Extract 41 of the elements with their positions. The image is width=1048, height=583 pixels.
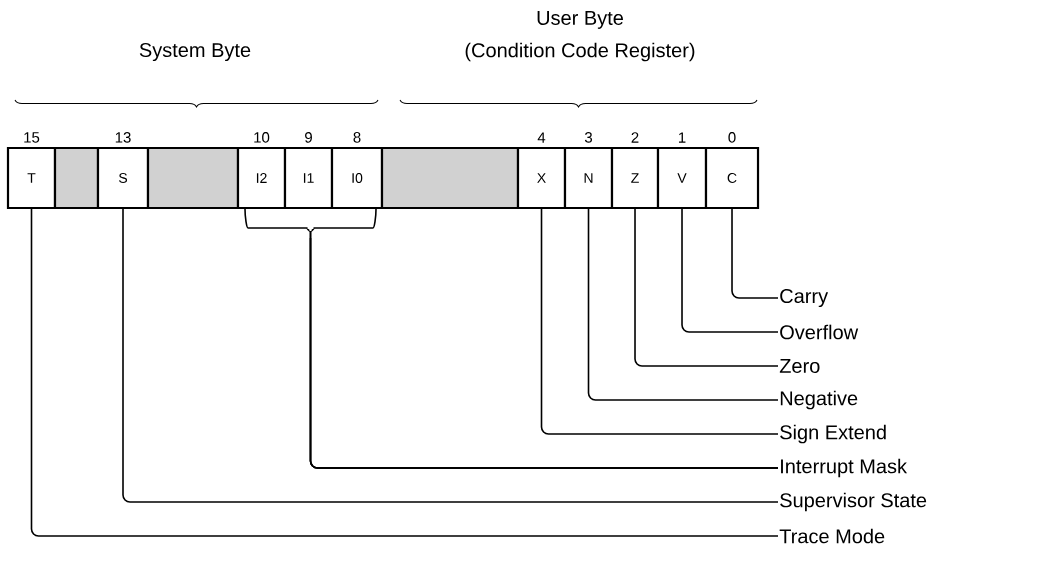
field-label: Carry: [780, 288, 829, 308]
bit-number: 9: [305, 132, 312, 143]
heading: (Condition Code Register): [465, 42, 695, 62]
bit-number: 15: [24, 132, 40, 143]
field-label: Supervisor State: [780, 492, 927, 512]
leader-line: [587, 208, 779, 401]
leader-line: [634, 208, 779, 367]
bit-box: I2: [236, 146, 287, 210]
leader-line: [540, 208, 779, 435]
field-label: Interrupt Mask: [781, 458, 908, 478]
reserved-bit-box: [380, 146, 520, 210]
field-label: Negative: [780, 390, 858, 410]
field-label: Trace Mode: [779, 528, 885, 544]
leader-line: [122, 208, 779, 503]
bit-number: 2: [631, 132, 639, 143]
bit-number: 10: [254, 132, 270, 143]
bit-box: V: [656, 146, 708, 210]
heading: User Byte: [537, 11, 623, 29]
bit-box: I0: [330, 146, 384, 210]
bit-number: 4: [537, 132, 546, 143]
heading: System Byte: [139, 42, 251, 62]
bit-box: C: [704, 146, 760, 210]
bit-box: S: [96, 146, 150, 210]
field-label: Overflow: [780, 324, 859, 340]
bit-box: Z: [610, 146, 660, 210]
bit-number: 3: [584, 132, 592, 143]
reserved-bit-box: [146, 146, 240, 210]
leader-line: [30, 208, 779, 537]
bit-number: 1: [679, 132, 686, 143]
field-label: Sign Extend: [780, 424, 886, 444]
leader-line: [681, 208, 779, 333]
bit-box: I1: [283, 146, 334, 210]
bit-number: 8: [353, 132, 361, 143]
leader-line: [731, 208, 779, 299]
bit-box: T: [6, 146, 57, 210]
reserved-bit-box: [53, 146, 100, 210]
field-label: Zero: [779, 359, 820, 373]
bit-box: X: [516, 146, 567, 210]
bit-number: 13: [115, 132, 131, 143]
bit-number: 0: [728, 132, 736, 143]
bit-box: N: [563, 146, 614, 210]
